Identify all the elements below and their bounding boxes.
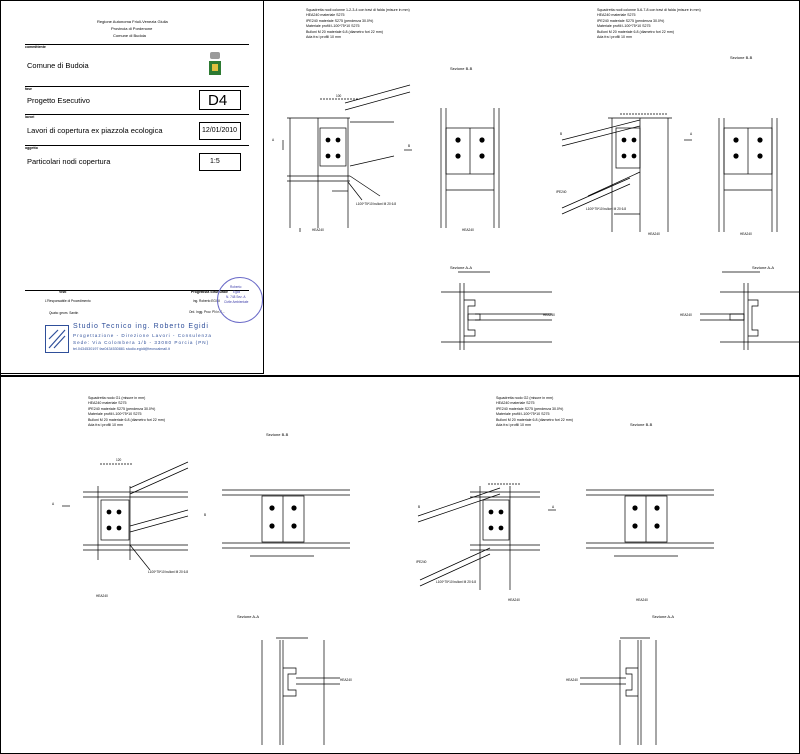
section-bb-1: Sezione B-B [450, 66, 473, 71]
detail-3-section-bb [222, 489, 350, 557]
studio-banner: Studio Tecnico ing. Roberto Egidi Proget… [25, 321, 249, 355]
detail-4-section-bb [586, 489, 714, 557]
object-label: lavori [25, 115, 35, 119]
section-bb-4: Sezione B-B [630, 422, 653, 427]
section-aa-4: Sezione A-A [652, 614, 675, 619]
object-value: Lavori di copertura ex piazzola ecologic… [27, 126, 163, 135]
drawing-number: D4 [208, 92, 228, 109]
d4-aa-hea-label: HEA240 [566, 678, 578, 682]
d4-marker-a: A [552, 505, 555, 509]
d3-angle-label: L100*75*10 bulloni M 20 6.8 [148, 570, 189, 574]
detail-1-elevation [282, 84, 412, 232]
date-value: 12/01/2010 [202, 127, 238, 134]
header-line-2: Provincia di Pordenone [111, 26, 153, 31]
d2-marker-a: A [690, 132, 693, 136]
drawing-number-box: D4 [199, 90, 241, 110]
d4-angle-label: L100*75*10 bulloni M 20 6.8 [436, 580, 477, 584]
studio-contact: tel.0434530197 fax0434530881 studio.egid… [73, 347, 170, 351]
stamp-line-1: Roberto [230, 285, 242, 289]
notes-detail-4: Squadretta nodo G2 (misure in mm)HEA240 … [496, 396, 573, 428]
detail-3-section-aa [261, 637, 340, 745]
detail-2-section-bb [718, 118, 778, 232]
visa-line-1: L'Responsabile di Procedimento [45, 299, 91, 303]
d2-aa-hea-label: HEA240 [680, 313, 692, 317]
d4-bb-hea-label: HEA240 [636, 598, 648, 602]
d2-ipe-label: IPE240 [556, 190, 567, 194]
section-aa-2: Sezione A-A [752, 265, 775, 270]
d2-angle-label: L100*75*10 bulloni M 20 6.8 [586, 207, 627, 211]
sheet-bottom [0, 376, 800, 754]
designer-label: Progettista Strutturale [191, 290, 228, 294]
d3-aa-hea-label: HEA240 [340, 678, 352, 682]
designer-line-2: Ord. Ingg. Prov. PN n.4... [189, 310, 225, 314]
d1-angle-label: L100*75*10 bulloni M 20 6.8 [356, 202, 397, 206]
subject-value: Particolari nodi copertura [27, 157, 111, 166]
header-line-1: Regione Autonoma Friuli-Venezia Giulia [97, 19, 168, 24]
detail-1-section-aa [441, 271, 552, 350]
stamp-line-4: Civile Ambientale [224, 300, 249, 304]
d4-hea-label: HEA240 [508, 598, 520, 602]
d1-bb-hea-label: HEA240 [462, 228, 474, 232]
sheet-top [0, 0, 800, 376]
studio-logo [45, 325, 69, 353]
d2-marker-b: B [560, 132, 563, 136]
d4-ipe-label: IPE240 [416, 560, 427, 564]
title-block: Regione Autonoma Friuli-Venezia Giulia P… [0, 0, 264, 374]
d3-marker-a: A [52, 502, 55, 506]
section-bb-2: Sezione B-B [730, 55, 753, 60]
visa-line-2: Quata: geom. Santin [49, 311, 79, 315]
d1-hea-label: HEA240 [312, 228, 324, 232]
detail-2-section-aa [700, 271, 800, 350]
d1-marker-b: B [408, 144, 411, 148]
notes-detail-2: Squadretta nodi colonne 5-6-7-8 con trav… [597, 8, 701, 40]
d3-dim-1: 120 [116, 458, 122, 462]
d3-marker-b: B [204, 513, 207, 517]
section-aa-3: Sezione A-A [237, 614, 260, 619]
scale-value: 1:5 [210, 158, 220, 165]
detail-3-elevation [62, 461, 189, 571]
stamp-line-3: N. 748 Sez. A [226, 295, 246, 299]
section-aa-1: Sezione A-A [450, 265, 473, 270]
municipal-logo [208, 51, 222, 77]
phase-label: fase [25, 87, 33, 91]
d2-bb-hea-label: HEA240 [740, 232, 752, 236]
professional-stamp: Roberto Egidi N. 748 Sez. A Civile Ambie… [217, 277, 263, 323]
d1-aa-hea-label: HEA240 [543, 313, 555, 317]
detail-1-bolts [325, 137, 341, 159]
d1-marker-a: A [272, 138, 275, 142]
phase-value: Progetto Esecutivo [27, 96, 90, 105]
studio-name: Studio Tecnico ing. Roberto Egidi [73, 323, 209, 330]
stamp-line-2: Egidi [233, 290, 241, 294]
detail-4-elevation [417, 483, 556, 590]
studio-subtitle: Progettazione - Direzione Lavori - Consu… [73, 333, 212, 338]
d2-hea-label: HEA240 [648, 232, 660, 236]
studio-address: Sede: Via Colombera 1/b - 33080 Porcia (… [73, 340, 210, 345]
section-bb-3: Sezione B-B [266, 432, 289, 437]
subject-label: oggetto [25, 146, 38, 150]
date-box: 12/01/2010 [199, 122, 241, 140]
designer-line-1: ing. Roberto EGIDI [193, 299, 220, 303]
detail-1-section-bb [440, 108, 500, 228]
notes-detail-3: Squadretta nodo G1 (misure in mm)HEA240 … [88, 396, 165, 428]
notes-detail-1: Squadretta nodi colonne 1-2-3-4 con trav… [306, 8, 410, 40]
visa-label: Visti [59, 290, 67, 294]
scale-box: 1:5 [199, 153, 241, 171]
detail-4-section-aa [580, 637, 657, 745]
client-name: Comune di Budoia [27, 61, 89, 70]
d1-dim-1: 100 [336, 94, 342, 98]
d4-marker-b: B [418, 505, 421, 509]
client-label: committente [25, 45, 46, 49]
d3-hea-label: HEA240 [96, 594, 108, 598]
header-line-3: Comune di Budoia [113, 33, 146, 38]
detail-2-elevation [561, 113, 692, 232]
